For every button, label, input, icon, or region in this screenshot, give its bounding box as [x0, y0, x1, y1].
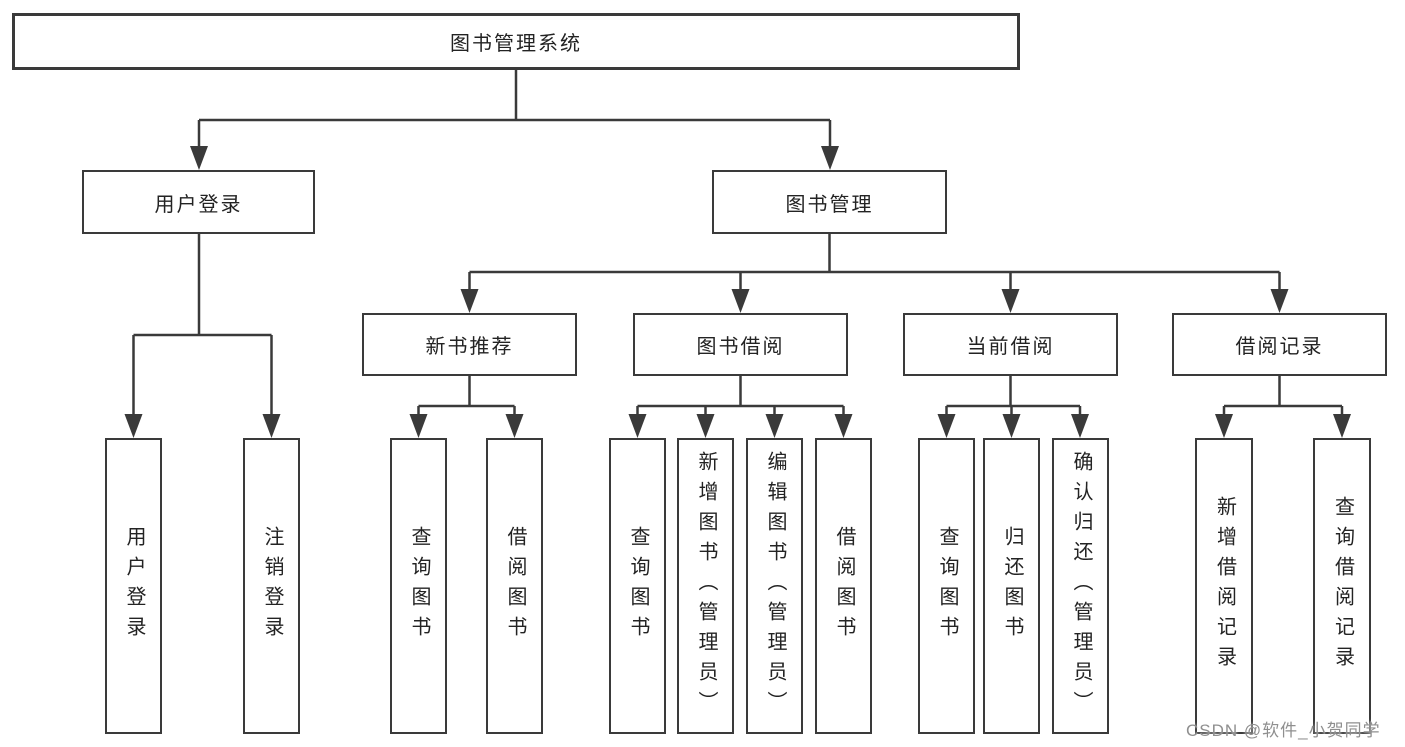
node-book-management: 图书管理 [712, 170, 947, 234]
node-label: 当前借阅 [966, 336, 1055, 358]
node-leaf-confirm-return-admin: 确认归还（管理员） [1052, 438, 1109, 734]
node-leaf-query-books-borrowing: 查询图书 [609, 438, 666, 734]
node-leaf-query-books-current: 查询图书 [918, 438, 975, 734]
node-leaf-user-login: 用户登录 [105, 438, 162, 734]
node-label: 注销登录 [261, 526, 283, 646]
connector-user-login-to-leaves [124, 234, 281, 438]
node-user-login: 用户登录 [82, 170, 315, 234]
node-label: 确认归还（管理员） [1070, 451, 1092, 721]
node-label: 查询图书 [408, 526, 430, 646]
connector-root-to-level2 [190, 70, 839, 170]
node-leaf-edit-book-admin: 编辑图书（管理员） [746, 438, 803, 734]
node-leaf-add-book-admin: 新增图书（管理员） [677, 438, 734, 734]
node-label: 新书推荐 [425, 336, 514, 358]
node-label: 归还图书 [1001, 526, 1023, 646]
node-label: 查询图书 [936, 526, 958, 646]
csdn-watermark: CSDN @软件_小贺同学 [1186, 721, 1381, 740]
node-label: 用户登录 [154, 193, 243, 216]
node-label: 新增图书（管理员） [695, 451, 717, 721]
node-label: 查询图书 [627, 526, 649, 646]
node-label: 新增借阅记录 [1213, 496, 1236, 676]
node-label: 图书管理 [785, 193, 874, 216]
node-leaf-query-borrow-record: 查询借阅记录 [1313, 438, 1371, 734]
connector-new-book-recommendation-to-leaves [409, 376, 524, 438]
node-label: 借阅图书 [504, 526, 526, 646]
node-library-management-system: 图书管理系统 [12, 13, 1020, 70]
node-leaf-return-books: 归还图书 [983, 438, 1040, 734]
node-current-borrowing: 当前借阅 [903, 313, 1118, 376]
node-book-borrowing: 图书借阅 [633, 313, 848, 376]
node-label: 查询借阅记录 [1331, 496, 1354, 676]
node-leaf-query-books-recommend: 查询图书 [390, 438, 447, 734]
node-label: 借阅记录 [1235, 336, 1324, 358]
node-leaf-borrow-books: 借阅图书 [815, 438, 872, 734]
node-label: 编辑图书（管理员） [764, 451, 786, 721]
connector-book-management-to-level3 [460, 234, 1289, 313]
node-leaf-logout: 注销登录 [243, 438, 300, 734]
connector-borrowing-records-to-leaves [1215, 376, 1351, 438]
node-new-book-recommendation: 新书推荐 [362, 313, 577, 376]
node-label: 用户登录 [123, 526, 145, 646]
node-leaf-borrow-books-recommend: 借阅图书 [486, 438, 543, 734]
node-borrowing-records: 借阅记录 [1172, 313, 1387, 376]
connector-book-borrowing-to-leaves [628, 376, 853, 438]
connector-current-borrowing-to-leaves [937, 376, 1089, 438]
node-label: 图书借阅 [696, 336, 785, 358]
node-leaf-add-borrow-record: 新增借阅记录 [1195, 438, 1253, 734]
node-label: 借阅图书 [833, 526, 855, 646]
node-label: 图书管理系统 [450, 33, 582, 55]
